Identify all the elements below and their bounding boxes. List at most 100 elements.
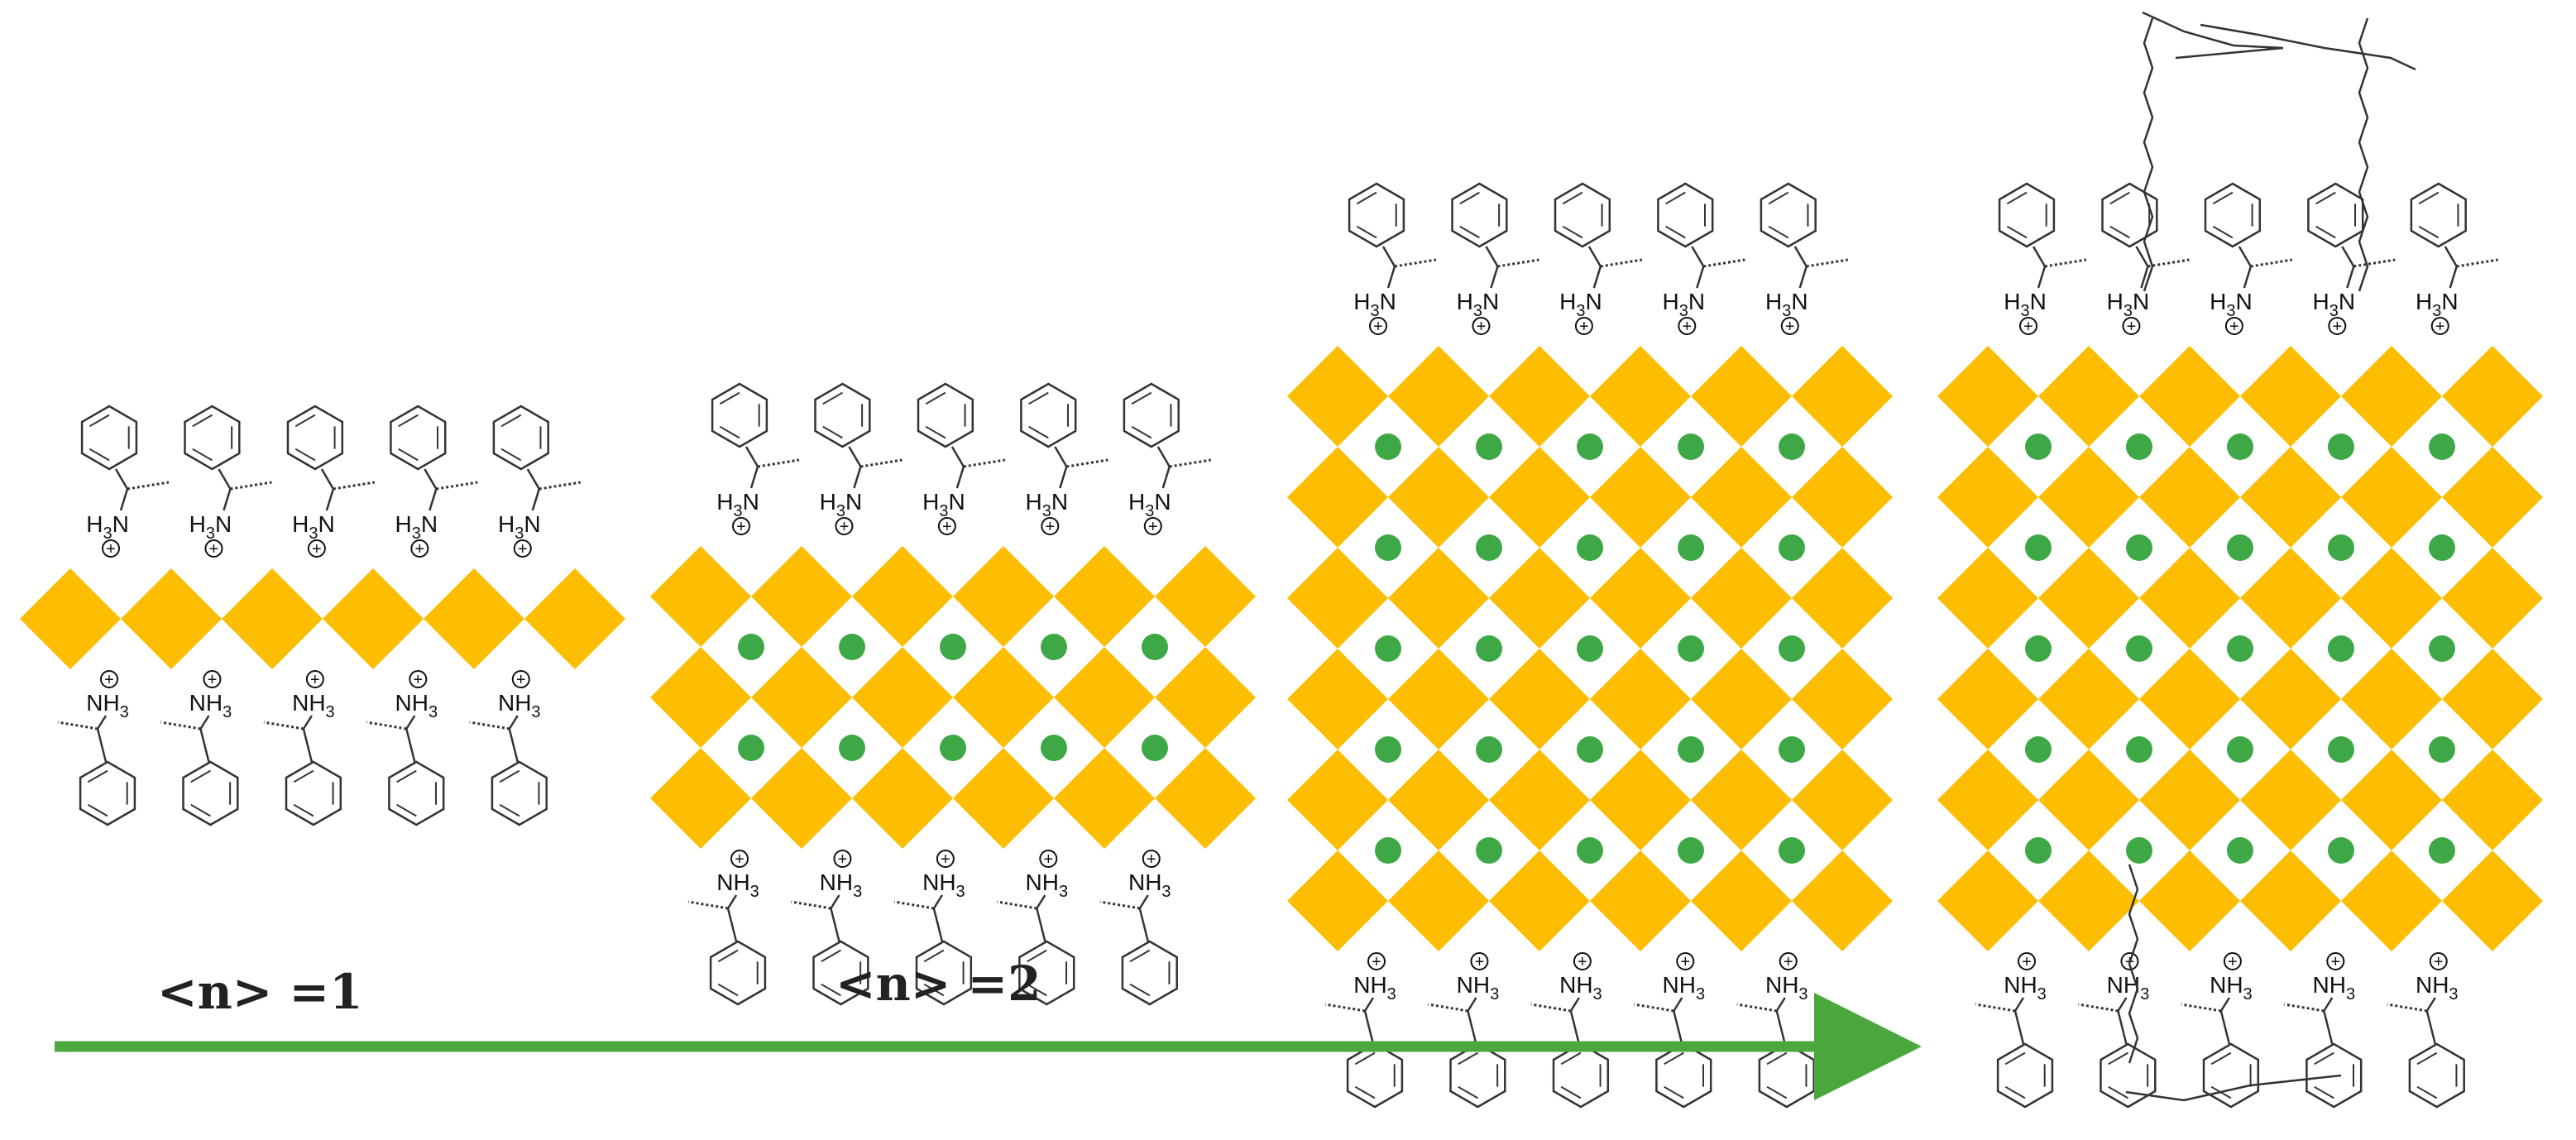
charge-sign: +: [1579, 318, 1589, 336]
pea-ligand: NH3+: [1736, 952, 1815, 1109]
pbi6-octahedron: [1590, 447, 1691, 548]
pbi6-octahedron: [1691, 346, 1792, 447]
charge-circle: [2120, 952, 2139, 970]
label-n2: <n> =2: [836, 956, 1041, 1012]
amine-label: H3N: [1026, 489, 1069, 520]
charge-sign: +: [2229, 318, 2239, 336]
bond: [199, 728, 210, 763]
charge-sign: +: [104, 671, 114, 689]
a-site-cation: [1375, 635, 1401, 662]
subscript: 3: [206, 524, 215, 543]
a-site-cation: [2328, 534, 2354, 561]
pbi6-octahedron: [1054, 546, 1155, 647]
nitrogen-atom: N: [86, 690, 103, 716]
a-site-cation: [1577, 635, 1603, 662]
charge-sign: +: [208, 671, 218, 689]
a-site-cation: [1476, 534, 1502, 561]
nitrogen-atom: N: [1663, 972, 1679, 998]
double-bond: [2418, 191, 2440, 205]
hydrogen-atom: H: [2107, 289, 2124, 314]
double-bond: [717, 949, 739, 963]
charge-sign: +: [2434, 953, 2444, 971]
hydrogen-atom: H: [515, 690, 531, 716]
hydrogen-atom: H: [939, 869, 955, 895]
a-site-cation: [1678, 736, 1704, 763]
methyl-bond: [2147, 258, 2190, 268]
bond: [2013, 1010, 2025, 1045]
amine-label: NH3: [1765, 972, 1808, 1003]
charge-sign: +: [413, 671, 423, 689]
subscript: 3: [733, 502, 742, 520]
methyl-bond: [1497, 258, 1539, 268]
double-bond: [1356, 225, 1377, 239]
nitrogen-atom: N: [1791, 289, 1808, 314]
benzene-ring: [1998, 182, 2056, 248]
pbi6-octahedron: [1388, 649, 1489, 750]
benzene-ring: [2101, 182, 2158, 248]
bond: [1592, 266, 1602, 289]
hydrogen-atom: H: [716, 489, 733, 515]
pbi6-octahedron: [2139, 649, 2240, 750]
double-bond: [1766, 1085, 1788, 1099]
benzene-ring: [711, 382, 768, 448]
charge-sign: +: [518, 540, 528, 558]
charge-circle: [1678, 317, 1697, 335]
pea-ligand: NH3+: [2387, 952, 2465, 1109]
pbi6-octahedron: [2442, 548, 2543, 649]
pea-ligand: H3N+: [1348, 182, 1437, 336]
pbi6-octahedron: [1388, 850, 1489, 951]
pbi6-octahedron: [1590, 548, 1691, 649]
charge-sign: +: [2435, 318, 2445, 336]
subscript: 3: [1059, 883, 1068, 901]
pbi6-octahedron: [2240, 346, 2341, 447]
pea-ligand: NH3+: [263, 670, 342, 826]
nitrogen-atom: N: [716, 869, 733, 895]
hydrogen-atom: H: [2020, 972, 2037, 998]
bond: [1138, 894, 1149, 909]
amine-label: NH3: [2416, 972, 2459, 1003]
double-bond: [1664, 1051, 1684, 1066]
pea-ligand: H3N+: [2101, 182, 2190, 336]
charge-sign: +: [1148, 518, 1158, 536]
charge-sign: +: [310, 671, 320, 689]
benzene-ring: [285, 760, 342, 826]
benzene-ring: [1451, 182, 1508, 248]
pea-ligand: H3N+: [286, 405, 376, 558]
nitrogen-atom: N: [1128, 869, 1145, 895]
double-bond: [925, 425, 946, 439]
benzene-ring: [1121, 940, 1178, 1006]
subscript: 3: [853, 883, 862, 901]
bond: [2238, 246, 2252, 267]
pea-ligand: H3N+: [917, 382, 1006, 536]
pea-ligand: NH3+: [2284, 952, 2363, 1109]
bond: [932, 908, 944, 942]
hydrogen-atom: H: [2004, 289, 2020, 314]
hydrogen-atom: H: [412, 690, 429, 716]
pbi6-octahedron: [2139, 346, 2240, 447]
nitrogen-atom: N: [1353, 972, 1370, 998]
bond: [1775, 1010, 1786, 1045]
double-bond: [2315, 191, 2336, 205]
nitrogen-atom: N: [1688, 289, 1705, 314]
double-bond: [1459, 191, 1480, 205]
pbi6-octahedron: [1590, 750, 1691, 850]
subscript: 3: [120, 703, 129, 721]
pea-ligand: NH3+: [1975, 952, 2054, 1109]
bond: [1161, 466, 1171, 489]
alkyl-chain: [2125, 1074, 2342, 1102]
pbi6-octahedron: [1388, 548, 1489, 649]
pbi6-octahedron: [1792, 649, 1893, 750]
methyl-bond: [997, 900, 1037, 910]
subscript: 3: [2329, 302, 2339, 320]
methyl-bond: [333, 481, 376, 491]
hydrogen-atom: H: [1679, 972, 1696, 998]
methyl-bond: [263, 721, 304, 730]
pbi6-octahedron: [1937, 850, 2038, 951]
charge-sign: +: [106, 540, 116, 558]
bond: [114, 468, 129, 490]
amine-label: H3N: [1559, 289, 1602, 320]
pea-ligand: H3N+: [390, 405, 478, 558]
bond: [2323, 997, 2334, 1012]
alkyl-chain: [2143, 17, 2154, 292]
subscript: 3: [1490, 985, 1499, 1003]
